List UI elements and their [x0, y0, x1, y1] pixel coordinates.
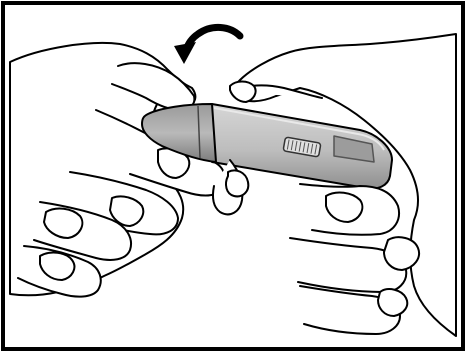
- illustration-frame: [0, 0, 466, 352]
- illustration-svg: [0, 0, 466, 352]
